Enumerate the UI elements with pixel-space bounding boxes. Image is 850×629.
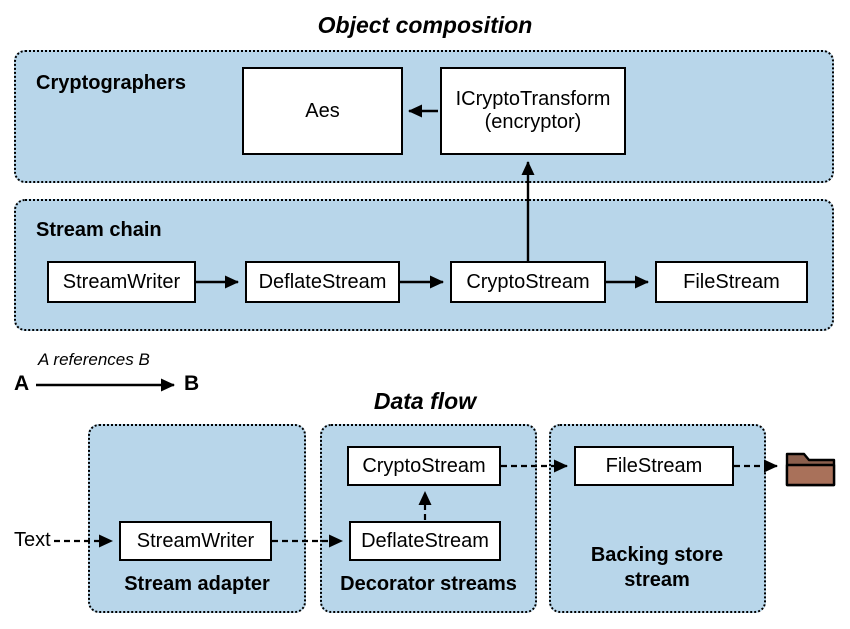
filestream-dataflow-box: FileStream [574, 446, 734, 486]
stream-adapter-panel [88, 424, 306, 613]
icryptotransform-box: ICryptoTransform (encryptor) [440, 67, 626, 155]
data-flow-title: Data flow [373, 388, 477, 414]
backing-store-label: Backing store stream [590, 544, 724, 591]
cryptostream-dataflow-label: CryptoStream [362, 454, 486, 477]
legend-a: A [14, 372, 30, 395]
filestream-dataflow-label: FileStream [605, 454, 703, 477]
deflatestream-dataflow-label: DeflateStream [361, 529, 489, 552]
cryptographers-panel-label: Cryptographers [36, 72, 187, 94]
icryptotransform-sublabel: (encryptor) [484, 111, 582, 133]
legend-b: B [184, 372, 200, 395]
legend-caption: A references B [38, 350, 150, 369]
filestream-box: FileStream [655, 261, 808, 303]
deflatestream-box-label: DeflateStream [258, 270, 387, 293]
aes-box: Aes [242, 67, 403, 155]
object-composition-title: Object composition [317, 12, 533, 38]
cryptostream-box-label: CryptoStream [466, 270, 590, 293]
aes-box-label: Aes [305, 99, 340, 122]
stream-chain-panel-label: Stream chain [36, 219, 162, 241]
deflatestream-box: DeflateStream [245, 261, 400, 303]
cryptographers-panel [14, 50, 834, 183]
filestream-box-label: FileStream [683, 270, 780, 293]
cryptostream-dataflow-box: CryptoStream [347, 446, 501, 486]
streamwriter-dataflow-box: StreamWriter [119, 521, 272, 561]
streamwriter-dataflow-label: StreamWriter [136, 529, 255, 552]
text-input-label: Text [14, 529, 51, 551]
cryptostream-box: CryptoStream [450, 261, 606, 303]
deflatestream-dataflow-box: DeflateStream [349, 521, 501, 561]
decorator-streams-label: Decorator streams [340, 573, 517, 595]
folder-icon [785, 452, 836, 487]
streamwriter-box: StreamWriter [47, 261, 196, 303]
stream-adapter-label: Stream adapter [124, 573, 270, 595]
icryptotransform-label: ICryptoTransform [455, 88, 611, 110]
streamwriter-box-label: StreamWriter [62, 270, 181, 293]
